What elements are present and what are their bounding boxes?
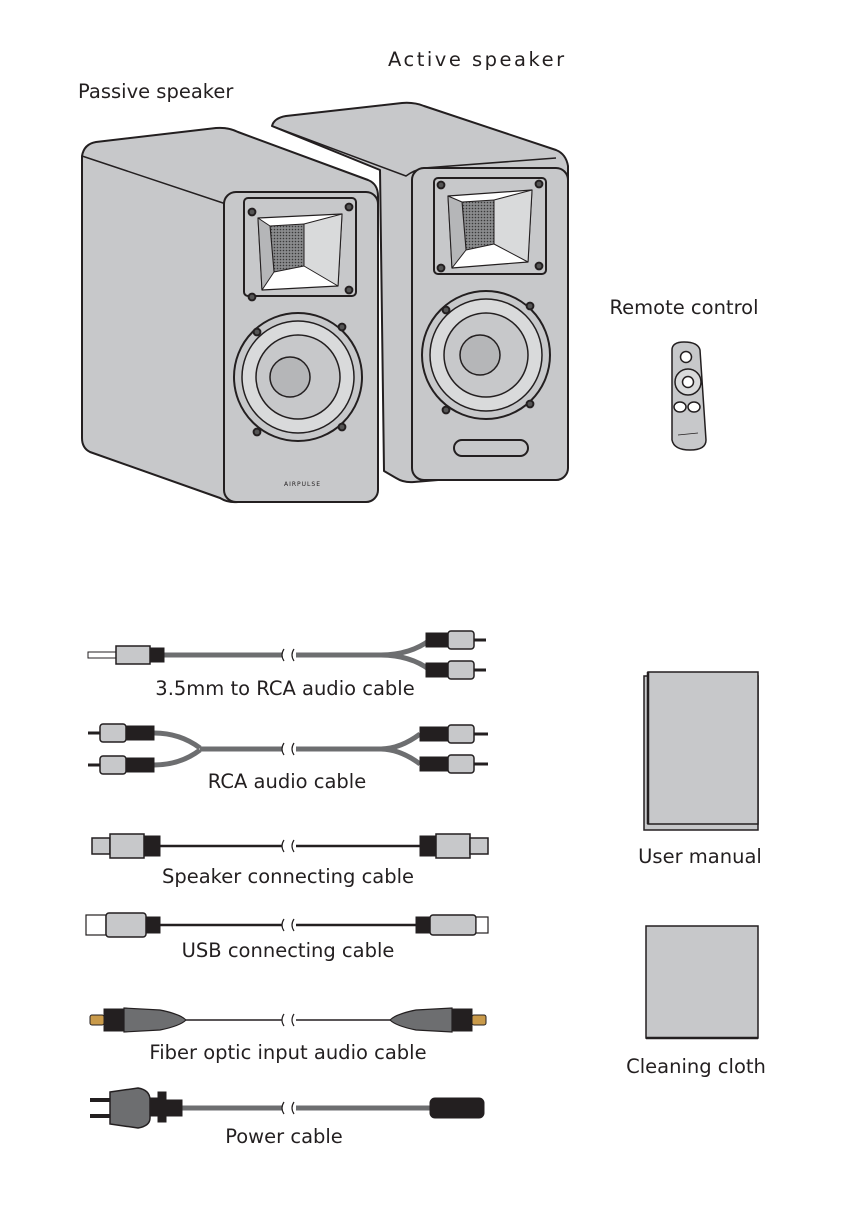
cable-label-usb: USB connecting cable — [181, 939, 395, 962]
passive-speaker — [81, 126, 379, 504]
cable-fiber-optic — [89, 1007, 487, 1033]
cable-label-fiber: Fiber optic input audio cable — [149, 1041, 427, 1064]
brand-mark: AIRPULSE — [284, 481, 321, 488]
cable-label-speaker: Speaker connecting cable — [161, 865, 415, 888]
cable-label-power: Power cable — [225, 1125, 343, 1148]
cable-rca — [88, 723, 488, 775]
cable-power — [90, 1087, 485, 1129]
user-manual-booklet — [643, 671, 759, 831]
cable-label-35mm: 3.5mm to RCA audio cable — [155, 677, 415, 700]
remote-control — [671, 341, 707, 451]
active-speaker-label: Active speaker — [388, 48, 567, 71]
cable-35mm-to-rca — [87, 630, 486, 680]
cable-usb — [85, 912, 489, 938]
active-speaker — [271, 101, 569, 484]
cleaning-cloth-label: Cleaning cloth — [626, 1055, 766, 1078]
user-manual-label: User manual — [638, 845, 762, 868]
cleaning-cloth — [645, 925, 759, 1040]
cable-label-rca: RCA audio cable — [207, 770, 367, 793]
passive-speaker-label: Passive speaker — [78, 80, 234, 103]
remote-control-label: Remote control — [609, 296, 759, 319]
cable-speaker-connecting — [91, 833, 489, 859]
